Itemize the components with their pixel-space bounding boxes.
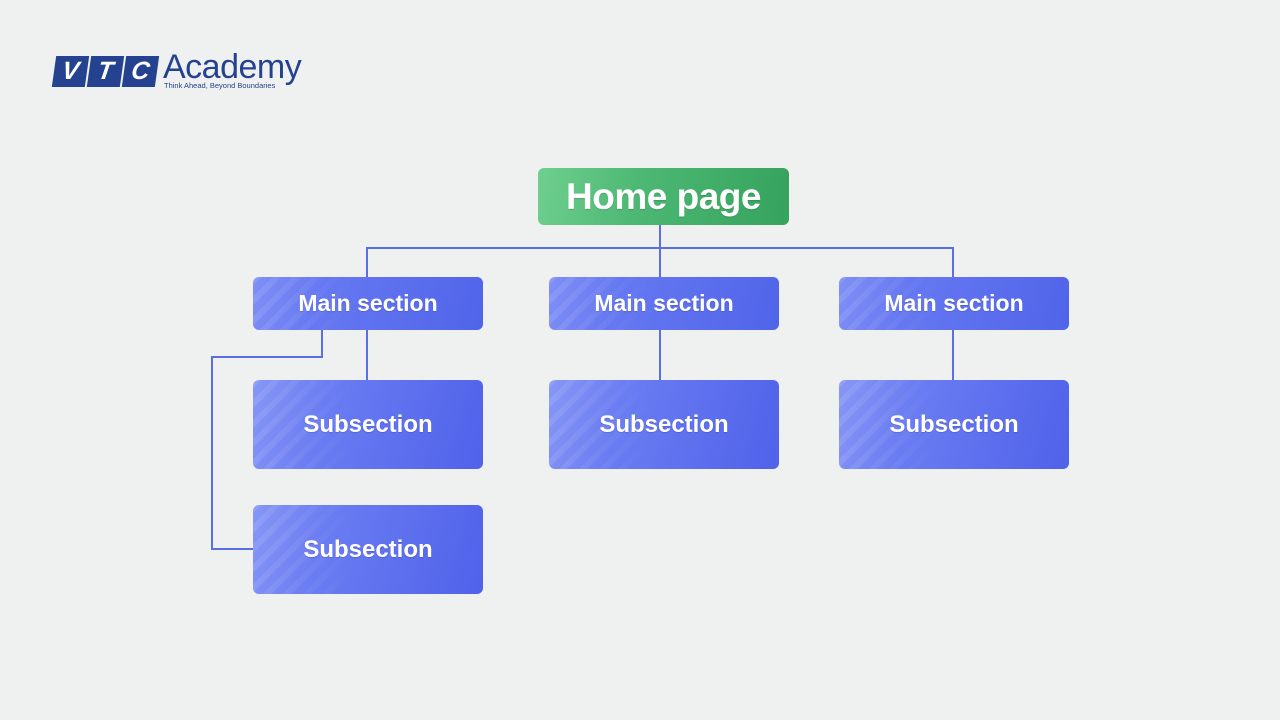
subsection-label: Subsection: [303, 535, 433, 563]
subsection-label: Subsection: [599, 410, 729, 438]
logo-word: Academy: [163, 48, 302, 86]
subsection-label: Subsection: [889, 410, 1019, 438]
subsection-node-1-1: Subsection: [253, 380, 483, 469]
home-page-label: Home page: [566, 175, 761, 217]
home-page-node: Home page: [538, 168, 789, 225]
connector-section-1-to-subsection-2: [211, 330, 323, 550]
main-section-label: Main section: [298, 290, 438, 316]
logo-tagline: Think Ahead, Beyond Boundaries: [164, 81, 276, 90]
subsection-label: Subsection: [303, 410, 433, 438]
vtc-academy-logo: V T C Academy Think Ahead, Beyond Bounda…: [51, 50, 314, 94]
main-section-node-2: Main section: [549, 277, 779, 330]
main-section-label: Main section: [884, 290, 1024, 316]
subsection-node-1-2: Subsection: [253, 505, 483, 594]
subsection-node-3-1: Subsection: [839, 380, 1069, 469]
main-section-node-3: Main section: [839, 277, 1069, 330]
main-section-node-1: Main section: [253, 277, 483, 330]
main-section-label: Main section: [594, 290, 734, 316]
subsection-node-2-1: Subsection: [549, 380, 779, 469]
